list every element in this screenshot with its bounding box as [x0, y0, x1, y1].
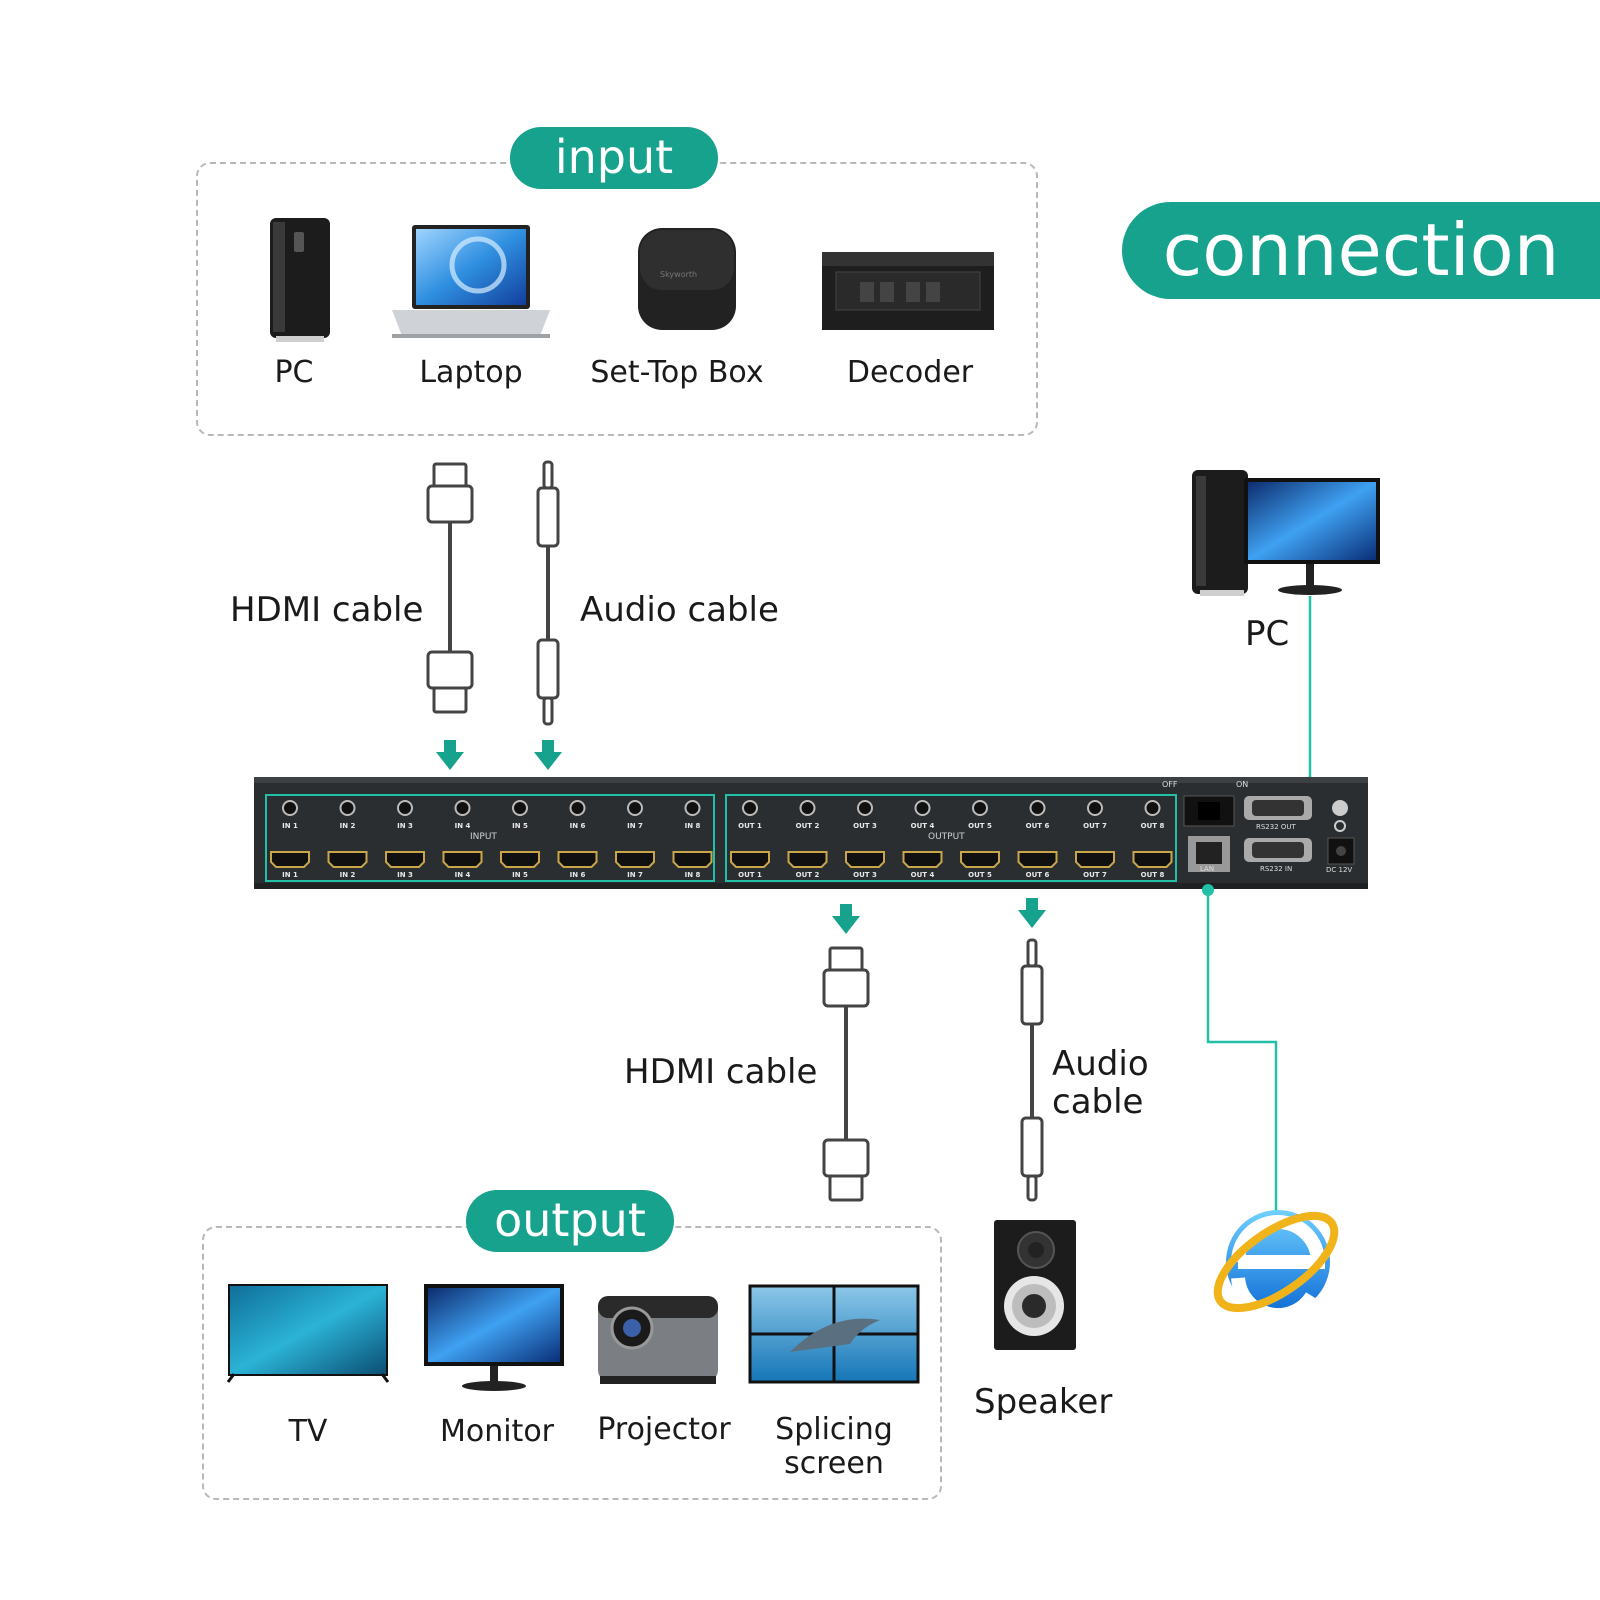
input-audio-port-label: IN 6: [569, 822, 586, 830]
output-hdmi-cable-label: HDMI cable: [624, 1052, 818, 1092]
output-hdmi-port-4: [902, 851, 943, 868]
input-hdmi-port-8: [672, 851, 713, 868]
input-device-decoder-label: Decoder: [846, 355, 974, 390]
speaker-label: Speaker: [974, 1382, 1113, 1422]
output-audio-port-label: OUT 6: [1025, 822, 1050, 830]
input-audio-port-label: IN 3: [397, 822, 413, 830]
output-audio-port-label: OUT 1: [738, 822, 762, 830]
input-device-pc-label: PC: [274, 355, 314, 390]
output-device-splicing-label-line2: screen: [784, 1446, 884, 1481]
input-audio-jack-5: [512, 800, 528, 816]
dc-label: DC 12V: [1326, 866, 1353, 874]
output-hdmi-port-label: OUT 3: [853, 871, 877, 879]
input-audio-jack-2: [339, 800, 356, 816]
input-hdmi-port-3: [385, 851, 425, 868]
input-audio-port-label: IN 4: [454, 822, 471, 830]
input-group-box: [196, 162, 1038, 436]
rs232-in-label: RS232 IN: [1260, 865, 1293, 873]
input-audio-jack-8: [684, 800, 701, 816]
output-hdmi-port-1: [730, 851, 770, 868]
input-hdmi-cable-label: HDMI cable: [230, 590, 424, 630]
connection-banner: connection: [1122, 202, 1600, 299]
output-hdmi-port-7: [1075, 851, 1115, 868]
output-hdmi-port-label: OUT 7: [1083, 871, 1107, 879]
pc-right-label: PC: [1245, 614, 1290, 654]
input-audio-jack-3: [397, 800, 413, 816]
output-hdmi-port-label: OUT 5: [968, 871, 992, 879]
output-hdmi-port-2: [787, 851, 828, 868]
input-audio-port-label: IN 7: [627, 822, 643, 830]
output-audio-jack-7: [1087, 800, 1103, 816]
output-heading: output: [466, 1190, 674, 1252]
input-hdmi-port-label: IN 5: [512, 871, 528, 879]
output-hdmi-port-label: OUT 2: [795, 871, 820, 879]
input-heading-text: input: [554, 130, 674, 184]
output-audio-jack-5: [972, 800, 988, 816]
output-audio-port-label: OUT 4: [910, 822, 935, 830]
output-hdmi-port-8: [1132, 851, 1173, 868]
output-audio-port-label: OUT 2: [795, 822, 820, 830]
input-audio-jack-4: [454, 800, 471, 816]
input-audio-cable-label: Audio cable: [580, 590, 779, 630]
output-hdmi-port-3: [845, 851, 885, 868]
input-hdmi-port-label: IN 6: [569, 871, 586, 879]
input-hdmi-port-label: IN 7: [627, 871, 643, 879]
input-hdmi-port-label: IN 3: [397, 871, 413, 879]
input-audio-port-label: IN 2: [339, 822, 356, 830]
input-audio-port-label: IN 5: [512, 822, 528, 830]
switch-on-label: ON: [1236, 780, 1249, 789]
input-hdmi-port-label: IN 1: [282, 871, 298, 879]
input-device-settopbox-label: Set-Top Box: [590, 355, 764, 390]
output-hdmi-port-5: [960, 851, 1000, 868]
input-hdmi-port-6: [557, 851, 598, 868]
output-audio-jack-2: [799, 800, 816, 816]
output-audio-cable-label-line2: cable: [1052, 1082, 1144, 1122]
input-heading: input: [510, 127, 718, 189]
switch-off-label: OFF: [1162, 780, 1178, 789]
output-audio-port-label: OUT 5: [968, 822, 992, 830]
output-hdmi-port-label: OUT 8: [1140, 871, 1165, 879]
output-audio-cable-label-line1: Audio: [1052, 1044, 1149, 1084]
output-device-tv-label: TV: [288, 1414, 328, 1449]
input-hdmi-port-label: IN 4: [454, 871, 471, 879]
input-hdmi-port-5: [500, 851, 540, 868]
input-hdmi-port-label: IN 8: [684, 871, 701, 879]
output-audio-jack-8: [1144, 800, 1161, 816]
input-hdmi-port-4: [442, 851, 483, 868]
lan-label: LAN: [1200, 865, 1215, 873]
output-audio-port-label: OUT 7: [1083, 822, 1107, 830]
output-hdmi-port-label: OUT 4: [910, 871, 935, 879]
output-group-label: OUTPUT: [928, 832, 965, 842]
input-hdmi-port-2: [327, 851, 368, 868]
output-audio-jack-1: [742, 800, 758, 816]
input-hdmi-port-label: IN 2: [339, 871, 356, 879]
output-hdmi-port-6: [1017, 851, 1058, 868]
output-audio-port-label: OUT 3: [853, 822, 877, 830]
rs232-out-label: RS232 OUT: [1256, 823, 1296, 831]
input-hdmi-port-1: [270, 851, 310, 868]
output-audio-jack-6: [1029, 800, 1046, 816]
input-group-label: INPUT: [470, 832, 497, 842]
input-device-laptop-label: Laptop: [419, 355, 523, 390]
output-hdmi-port-label: OUT 6: [1025, 871, 1050, 879]
input-audio-port-label: IN 8: [684, 822, 701, 830]
input-audio-jack-6: [569, 800, 586, 816]
output-audio-jack-3: [857, 800, 873, 816]
output-device-monitor-label: Monitor: [439, 1414, 555, 1449]
output-audio-jack-4: [914, 800, 931, 816]
input-audio-jack-1: [282, 800, 298, 816]
output-heading-text: output: [494, 1193, 646, 1247]
set-top-box-brand: Skyworth: [660, 270, 698, 279]
input-hdmi-port-7: [615, 851, 655, 868]
output-audio-port-label: OUT 8: [1140, 822, 1165, 830]
output-device-projector-label: Projector: [597, 1412, 731, 1447]
device-ports: [270, 800, 1173, 868]
output-hdmi-port-label: OUT 1: [738, 871, 762, 879]
output-device-splicing-label-line1: Splicing: [775, 1412, 893, 1447]
input-audio-jack-7: [627, 800, 643, 816]
input-audio-port-label: IN 1: [282, 822, 298, 830]
connection-title: connection: [1162, 208, 1560, 292]
